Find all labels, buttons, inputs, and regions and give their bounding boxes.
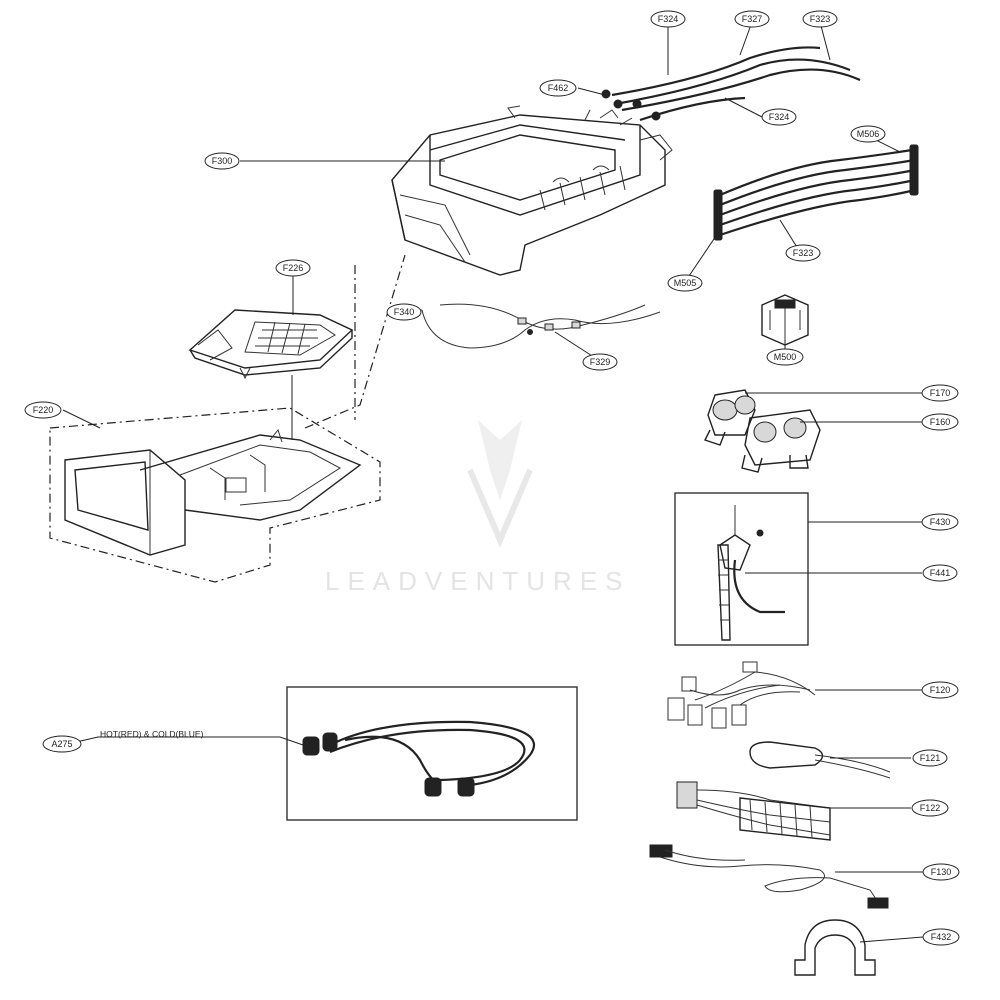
- f430-group-box: [674, 492, 809, 646]
- callout-f226: F226: [275, 259, 311, 277]
- callout-f432: F432: [922, 928, 960, 946]
- drawer-f220: [64, 428, 362, 556]
- filter-f121: [749, 741, 891, 779]
- callout-f462: F462: [539, 79, 577, 97]
- callout-m500: M500: [766, 348, 804, 366]
- harness-f120: [667, 661, 816, 729]
- svg-text:F160: F160: [930, 417, 951, 427]
- svg-text:F432: F432: [931, 932, 952, 942]
- callout-f323-mid: F323: [785, 244, 821, 262]
- svg-text:F441: F441: [930, 568, 951, 578]
- callout-f324-low: F324: [761, 108, 797, 126]
- callout-f170: F170: [921, 384, 959, 402]
- callout-f120: F120: [921, 681, 959, 699]
- svg-text:F130: F130: [931, 867, 952, 877]
- hoses-top: [601, 46, 861, 122]
- hose-f441: [717, 505, 785, 641]
- svg-text:M506: M506: [857, 129, 880, 139]
- svg-text:F430: F430: [930, 517, 951, 527]
- a275-group-box: [286, 686, 578, 821]
- svg-text:F327: F327: [742, 14, 763, 24]
- clip-f432: [794, 919, 876, 976]
- callout-f220: F220: [24, 401, 62, 419]
- svg-text:F340: F340: [394, 307, 415, 317]
- svg-text:F323: F323: [793, 248, 814, 258]
- assembly-link-line: [304, 254, 406, 429]
- watermark: LEADVENTURES: [325, 420, 631, 596]
- drawer-boundary: [49, 407, 381, 583]
- svg-text:F220: F220: [33, 405, 54, 415]
- svg-text:F300: F300: [212, 156, 233, 166]
- svg-text:F170: F170: [930, 388, 951, 398]
- watermark-text: LEADVENTURES: [325, 566, 631, 596]
- callout-f329: F329: [582, 353, 618, 371]
- callout-f121: F121: [912, 749, 948, 767]
- svg-text:F121: F121: [920, 753, 941, 763]
- callout-f340: F340: [386, 303, 422, 321]
- callout-f441: F441: [922, 564, 958, 582]
- svg-text:A275: A275: [51, 739, 72, 749]
- water-valves: [704, 389, 821, 473]
- callout-a275: A275: [42, 735, 82, 753]
- svg-text:F329: F329: [590, 357, 611, 367]
- svg-text:M505: M505: [674, 278, 697, 288]
- svg-text:F323: F323: [810, 14, 831, 24]
- tube-f340-f329: [421, 303, 661, 349]
- a275-note: HOT(RED) & COLD(BLUE): [100, 729, 204, 739]
- callout-f130: F130: [922, 863, 960, 881]
- cover-f226: [188, 309, 354, 380]
- leader-lines: [62, 21, 924, 943]
- callout-f430: F430: [921, 513, 959, 531]
- svg-text:F324: F324: [769, 112, 790, 122]
- callout-m505: M505: [667, 274, 703, 292]
- callout-f160: F160: [921, 413, 959, 431]
- callout-f324-top: F324: [650, 10, 686, 28]
- svg-text:F324: F324: [658, 14, 679, 24]
- sensor-m500: [761, 294, 809, 346]
- callout-f300: F300: [204, 152, 240, 170]
- dispenser-housing-f300: [391, 105, 673, 276]
- callout-f327: F327: [734, 10, 770, 28]
- wire-harness-m505-m506: [713, 144, 919, 241]
- svg-text:M500: M500: [774, 352, 797, 362]
- svg-text:F226: F226: [283, 263, 304, 273]
- svg-text:F462: F462: [548, 83, 569, 93]
- callout-f323-top: F323: [802, 10, 838, 28]
- svg-text:F120: F120: [930, 685, 951, 695]
- harness-f122: [676, 781, 831, 841]
- harness-f130: [649, 844, 889, 909]
- callout-m506: M506: [850, 125, 886, 143]
- svg-text:F122: F122: [920, 803, 941, 813]
- callout-f122: F122: [911, 799, 949, 817]
- inlet-hoses-a275: [302, 720, 536, 797]
